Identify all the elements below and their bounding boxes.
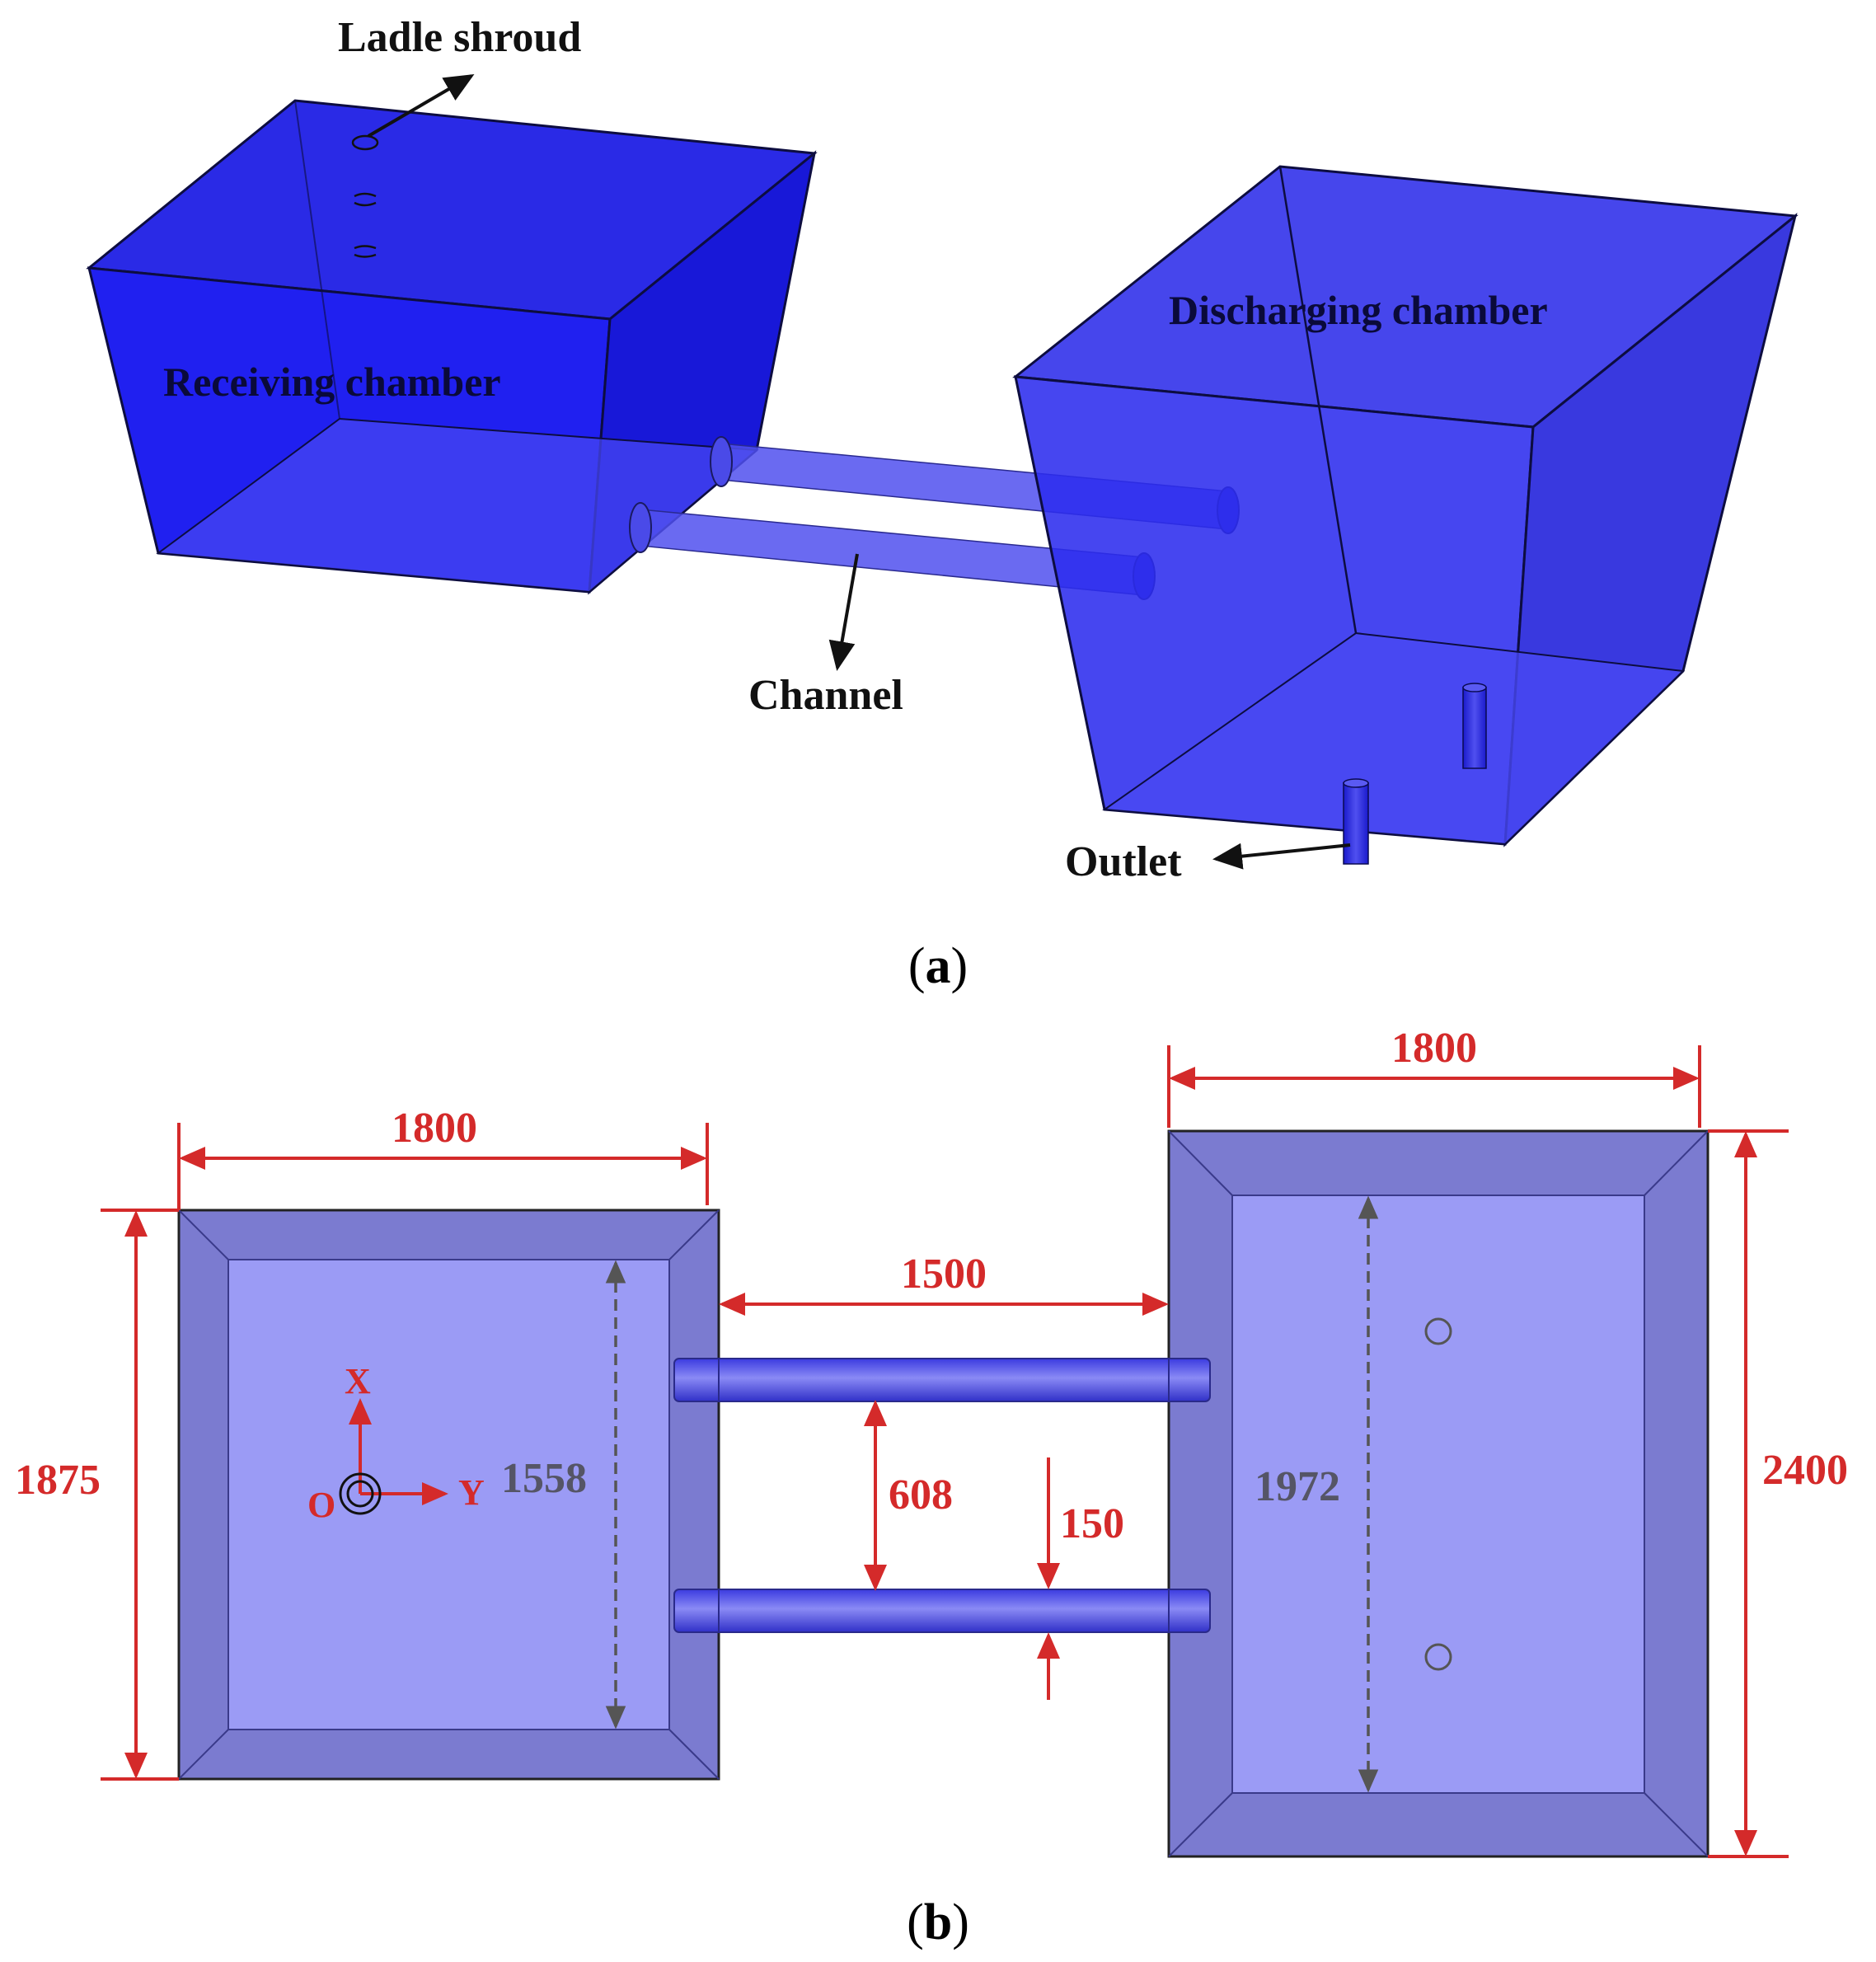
outlet-circle-bottom — [1424, 1643, 1452, 1671]
outer-dimensions — [101, 1045, 1789, 1858]
inner-dimensions: 1558 1972 — [501, 1195, 1379, 1793]
axis-x-label: X — [345, 1361, 371, 1401]
dim-channel-length: 1500 — [901, 1251, 987, 1298]
caption-a: (a) — [908, 938, 968, 994]
receiving-chamber-label: Receiving chamber — [163, 359, 501, 405]
outlet-circle-top — [1424, 1317, 1452, 1345]
receiving-chamber — [86, 99, 818, 595]
dim-channel-diameter: 150 — [1060, 1500, 1124, 1547]
axis-origin-label: O — [307, 1485, 335, 1525]
ladle-shroud-arrow — [367, 73, 475, 138]
ladle-shroud-rings — [351, 134, 379, 258]
ladle-shroud-label: Ladle shroud — [338, 14, 581, 61]
channel-arrow — [828, 553, 859, 671]
discharging-chamber-plan — [1167, 1129, 1710, 1858]
dim-left-inner: 1558 — [501, 1455, 587, 1502]
dim-right-width: 1800 — [1391, 1025, 1477, 1072]
dim-left-width: 1800 — [392, 1105, 477, 1152]
outlet-nozzles — [1343, 683, 1487, 865]
outlet-label: Outlet — [1065, 838, 1182, 885]
panel-a: Ladle shroud Receiving chamber Dischargi… — [86, 14, 1799, 994]
axis-y-label: Y — [458, 1472, 485, 1513]
outlet-arrow — [1212, 843, 1351, 870]
discharging-chamber-label: Discharging chamber — [1169, 287, 1548, 333]
receiving-chamber-plan — [177, 1209, 720, 1781]
caption-b: (b) — [907, 1894, 969, 1950]
channels-plan — [673, 1358, 1211, 1633]
channel-label: Channel — [748, 672, 903, 719]
coordinate-axes: X Y O — [307, 1361, 485, 1525]
dim-right-inner: 1972 — [1255, 1463, 1340, 1510]
panel-b: X Y O 1558 1972 — [15, 1025, 1848, 1950]
dim-left-height: 1875 — [15, 1457, 101, 1504]
dim-channel-spacing: 608 — [889, 1472, 953, 1518]
dim-right-height: 2400 — [1762, 1447, 1848, 1494]
discharging-chamber — [1012, 165, 1799, 865]
